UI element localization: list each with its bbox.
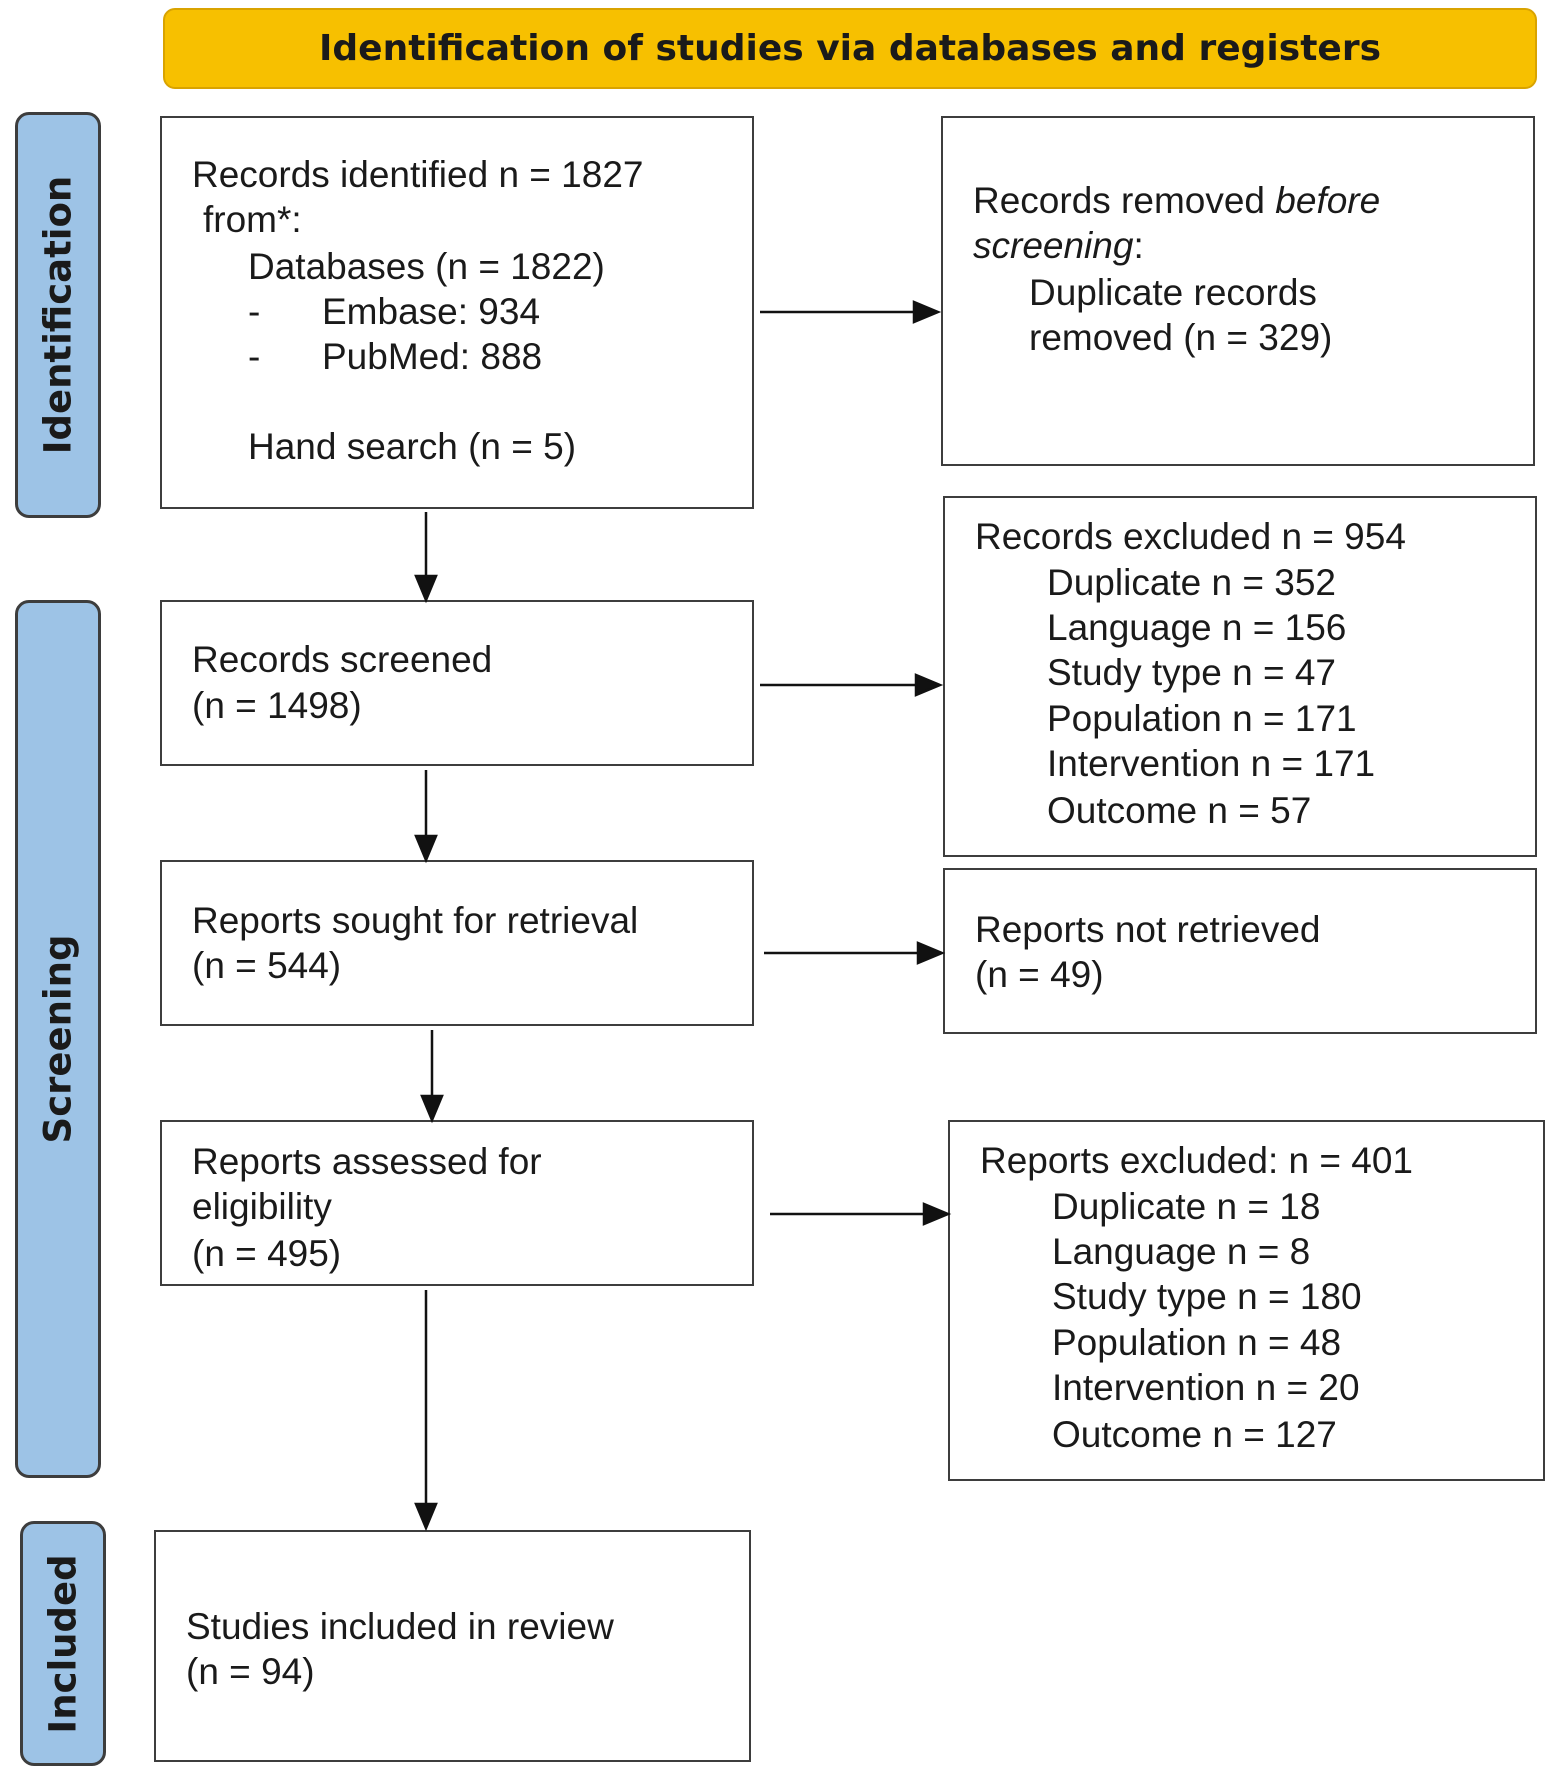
arrowhead-screened-to-sought — [414, 834, 438, 864]
reports-excluded-item: Intervention n = 20 — [1052, 1367, 1360, 1408]
embase-count: Embase: 934 — [322, 291, 541, 332]
databases-count: Databases (n = 1822) — [248, 246, 605, 287]
records-removed-label: Records removed — [973, 180, 1276, 221]
records-excluded-item: Population n = 171 — [1047, 698, 1357, 739]
reports-sought-box: Reports sought for retrieval (n = 544) — [160, 860, 754, 1026]
records-screened-count: (n = 1498) — [192, 685, 362, 726]
pubmed-count: PubMed: 888 — [322, 336, 543, 377]
reports-assessed-box: Reports assessed for eligibility (n = 49… — [160, 1120, 754, 1286]
records-removed-box: Records removed before screening: Duplic… — [941, 116, 1535, 466]
records-excluded-item: Language n = 156 — [1047, 607, 1347, 648]
arrowhead-identified-to-removed — [912, 300, 942, 324]
embase-dash: - — [248, 291, 261, 332]
records-identified-from: from*: — [203, 199, 302, 240]
phase-included: Included — [20, 1521, 106, 1766]
duplicate-records-count: removed (n = 329) — [1029, 317, 1333, 358]
section-header-title: Identification of studies via databases … — [319, 28, 1381, 69]
reports-excluded-item: Study type n = 180 — [1052, 1276, 1362, 1317]
reports-excluded-item: Language n = 8 — [1052, 1231, 1311, 1272]
arrowhead-screened-to-excluded — [914, 673, 944, 697]
reports-excluded-item: Population n = 48 — [1052, 1322, 1342, 1363]
studies-included-label: Studies included in review — [186, 1606, 614, 1647]
phase-identification: Identification — [15, 112, 101, 518]
records-identified-text: Records identified n = 1827 — [192, 154, 644, 195]
records-excluded-item: Study type n = 47 — [1047, 652, 1337, 693]
reports-sought-count: (n = 544) — [192, 945, 342, 986]
records-excluded-item: Duplicate n = 352 — [1047, 562, 1337, 603]
phase-screening: Screening — [15, 600, 101, 1478]
reports-excluded-title: Reports excluded: n = 401 — [980, 1140, 1413, 1181]
reports-assessed-count: (n = 495) — [192, 1233, 342, 1274]
records-identified-box: Records identified n = 1827 from*: Datab… — [160, 116, 754, 509]
records-removed-line1: Records removed before — [973, 178, 1380, 224]
reports-assessed-label: Reports assessed for — [192, 1141, 542, 1182]
arrowhead-sought-to-not-retrieved — [916, 941, 946, 965]
records-excluded-item: Outcome n = 57 — [1047, 790, 1312, 831]
reports-not-retrieved-count: (n = 49) — [975, 954, 1104, 995]
records-removed-before: before — [1275, 180, 1381, 221]
section-header: Identification of studies via databases … — [163, 8, 1537, 89]
reports-sought-label: Reports sought for retrieval — [192, 900, 639, 941]
records-excluded-box: Records excluded n = 954 Duplicate n = 3… — [943, 496, 1537, 857]
duplicate-records-label: Duplicate records — [1029, 272, 1317, 313]
arrowhead-identified-to-screened — [414, 574, 438, 604]
arrowhead-sought-to-assessed — [420, 1094, 444, 1124]
records-excluded-item: Intervention n = 171 — [1047, 743, 1376, 784]
reports-excluded-box: Reports excluded: n = 401 Duplicate n = … — [948, 1120, 1545, 1481]
records-removed-line2: screening: — [973, 223, 1144, 269]
records-screened-box: Records screened (n = 1498) — [160, 600, 754, 766]
hand-search-count: Hand search (n = 5) — [248, 426, 577, 467]
studies-included-count: (n = 94) — [186, 1651, 315, 1692]
reports-not-retrieved-label: Reports not retrieved — [975, 909, 1321, 950]
reports-assessed-label-2: eligibility — [192, 1186, 332, 1227]
records-screened-label: Records screened — [192, 639, 493, 680]
records-removed-colon: : — [1133, 225, 1144, 266]
reports-excluded-item: Duplicate n = 18 — [1052, 1186, 1321, 1227]
records-excluded-title: Records excluded n = 954 — [975, 516, 1406, 557]
pubmed-dash: - — [248, 336, 261, 377]
arrowhead-assessed-to-excluded — [922, 1202, 952, 1226]
studies-included-box: Studies included in review (n = 94) — [154, 1530, 751, 1762]
reports-excluded-item: Outcome n = 127 — [1052, 1414, 1337, 1455]
records-removed-screening: screening — [973, 225, 1134, 266]
arrowhead-assessed-to-included — [414, 1502, 438, 1532]
reports-not-retrieved-box: Reports not retrieved (n = 49) — [943, 868, 1537, 1034]
